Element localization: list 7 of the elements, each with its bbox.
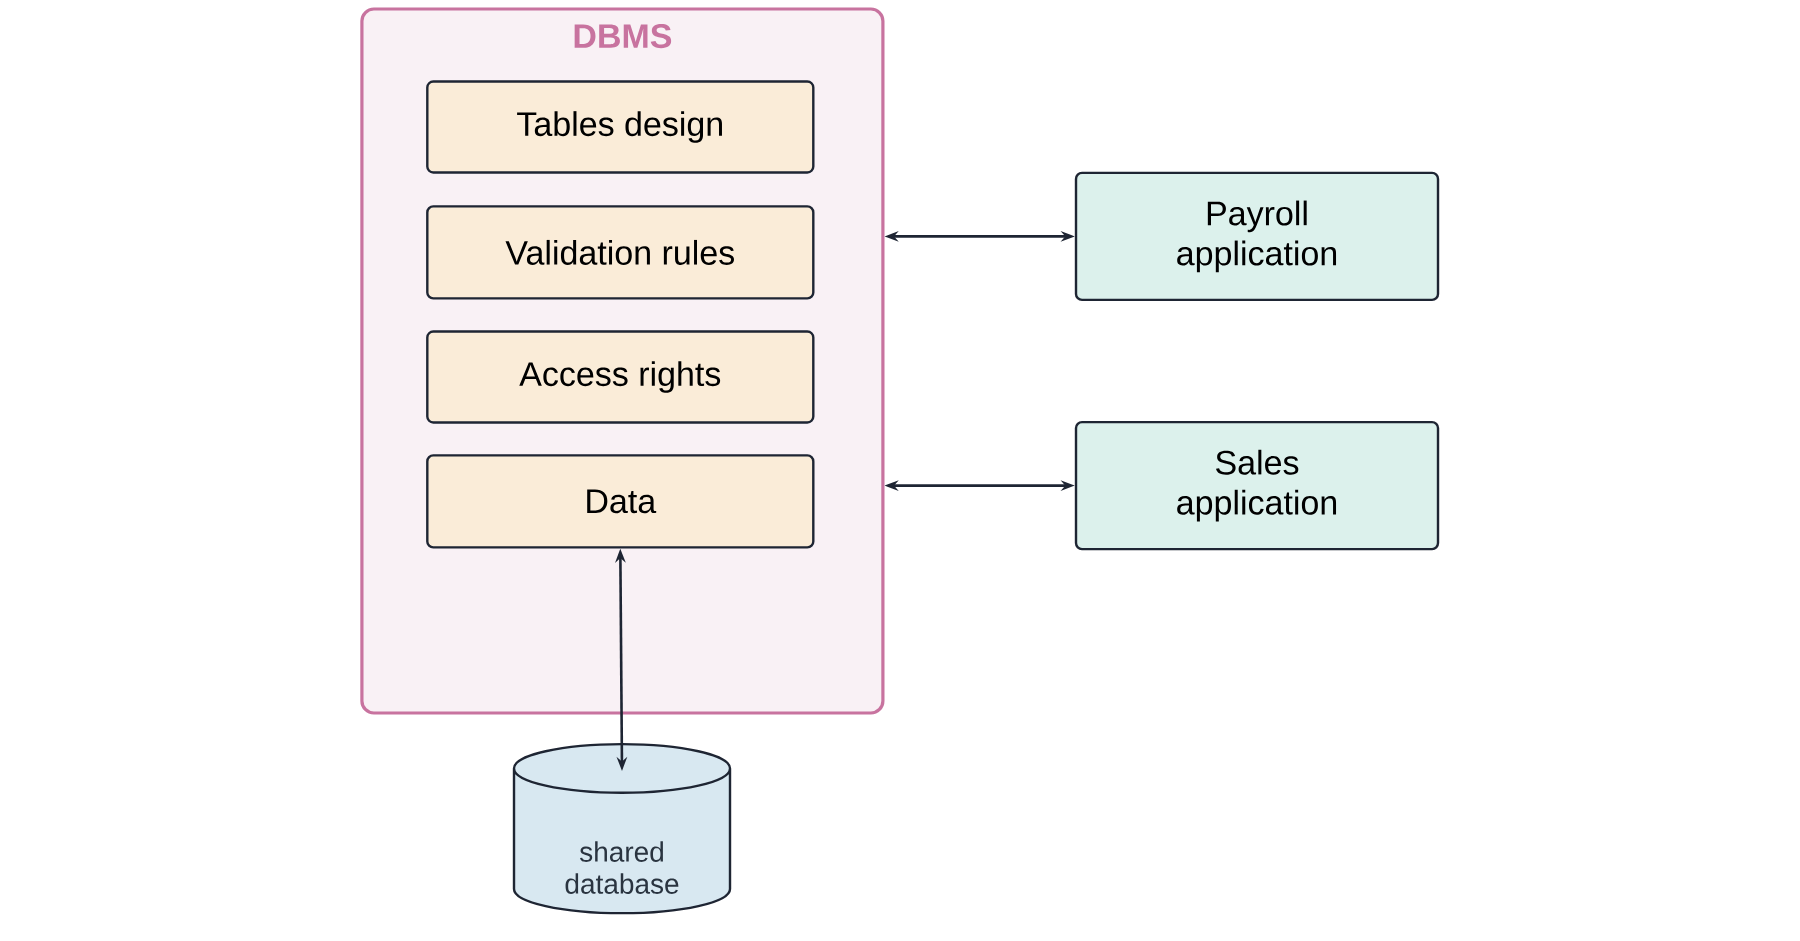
process-box: Tables design: [426, 80, 815, 174]
application-box: Payroll application: [1074, 171, 1440, 302]
application-box: Sales application: [1074, 420, 1440, 551]
process-box: Validation rules: [426, 205, 815, 300]
process-box: Access rights: [426, 330, 815, 424]
process-box: Data: [426, 454, 815, 549]
database-cylinder: shared database: [512, 742, 732, 915]
